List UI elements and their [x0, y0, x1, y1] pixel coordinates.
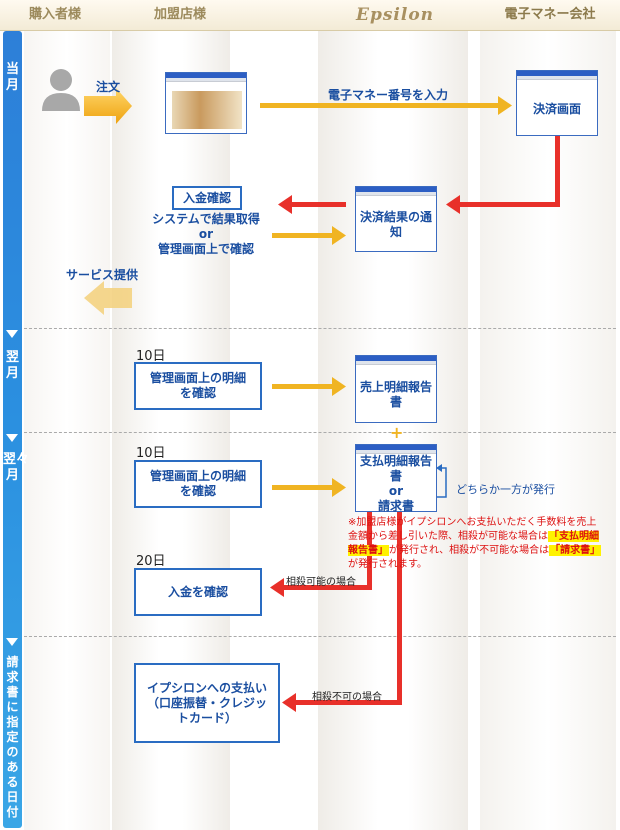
payment-report-window: 支払明細報告書 or 請求書	[355, 444, 437, 513]
red-arrow-to-merchant	[278, 195, 346, 214]
order-arrow	[84, 88, 132, 124]
sales-report-label: 売上明細報告書	[359, 380, 432, 409]
invoice-label: 請求書	[377, 499, 414, 513]
yellow-arrow-payment-report	[272, 478, 346, 497]
service-arrow	[84, 281, 132, 315]
period-this-month: 当月	[5, 62, 19, 93]
lane-epsilon	[318, 31, 468, 830]
confirm-deposit-box: 入金確認	[172, 186, 242, 210]
period-marker-icon	[6, 330, 18, 338]
period-next-month: 翌月	[5, 350, 19, 381]
service-label: サービス提供	[66, 268, 139, 282]
period-invoice-date: 請求書に指定のある日付	[6, 655, 19, 819]
header-buyer: 購入者様	[28, 7, 81, 22]
yellow-arrow-to-notice	[272, 226, 346, 245]
day-10-label: 10日	[136, 349, 166, 364]
payment-screen-label: 決済画面	[532, 101, 581, 116]
period-marker-icon	[6, 638, 18, 646]
note-text: が発行されます。	[348, 559, 427, 570]
yellow-arrow-sales-report	[272, 377, 346, 396]
order-label: 注文	[96, 80, 121, 94]
result-notice-window: 決済結果の通知	[355, 186, 437, 252]
note-text: が発行され、相殺が不可能な場合は	[389, 545, 550, 556]
plus-icon: +	[390, 423, 404, 442]
result-notice-label: 決済結果の通知	[359, 210, 432, 239]
header-bar	[0, 0, 620, 31]
merchant-site-window	[165, 72, 247, 134]
input-number-label: 電子マネー番号を入力	[328, 88, 449, 102]
note-text: ※加盟店様がイプシロンへお支払いただく手数料を売上金額から差し引いた際、相殺が可…	[348, 517, 597, 542]
header-merchant: 加盟店様	[153, 7, 206, 22]
note-highlight-invoice: 「請求書」	[549, 545, 602, 556]
red-arrow-emoney-to-epsilon	[446, 135, 560, 214]
red-arrow-offset-ng	[282, 510, 402, 712]
buyer-avatar-icon	[42, 69, 80, 111]
system-fetch-text: システムで結果取得	[152, 212, 260, 226]
detail-check-box: 管理画面上の明細を確認	[134, 362, 262, 410]
shop-image-icon	[172, 91, 242, 129]
epsilon-logo: Epsilon	[355, 5, 435, 25]
lane-buyer	[24, 31, 110, 830]
payment-screen-window: 決済画面	[516, 70, 598, 136]
yellow-arrow-input	[260, 96, 512, 115]
admin-check-text: 管理画面上で確認	[157, 242, 254, 256]
day-20-label: 20日	[136, 554, 166, 569]
or-text: or	[388, 484, 404, 498]
or-text: or	[198, 227, 214, 241]
lane-emoney	[480, 31, 616, 830]
confirm-deposit-box-2: 入金を確認	[134, 568, 262, 616]
period-marker-icon	[6, 434, 18, 442]
period-sidebar	[3, 31, 22, 828]
either-issued-label: どちらか一方が発行	[456, 483, 555, 496]
period-divider	[24, 328, 616, 329]
pay-epsilon-box: イプシロンへの支払い（口座振替・クレジットカード）	[134, 663, 280, 743]
offset-ng-label: 相殺不可の場合	[312, 692, 382, 703]
sales-report-window: 売上明細報告書	[355, 355, 437, 423]
offset-ok-label: 相殺可能の場合	[286, 577, 356, 588]
fee-offset-note: ※加盟店様がイプシロンへお支払いただく手数料を売上金額から差し引いた際、相殺が可…	[348, 516, 603, 572]
detail-check-box: 管理画面上の明細を確認	[134, 460, 262, 508]
payment-report-label: 支払明細報告書	[359, 454, 432, 483]
period-divider	[24, 432, 616, 433]
period-divider	[24, 636, 616, 637]
header-emoney: 電子マネー会社	[504, 7, 596, 22]
day-10-label: 10日	[136, 446, 166, 461]
